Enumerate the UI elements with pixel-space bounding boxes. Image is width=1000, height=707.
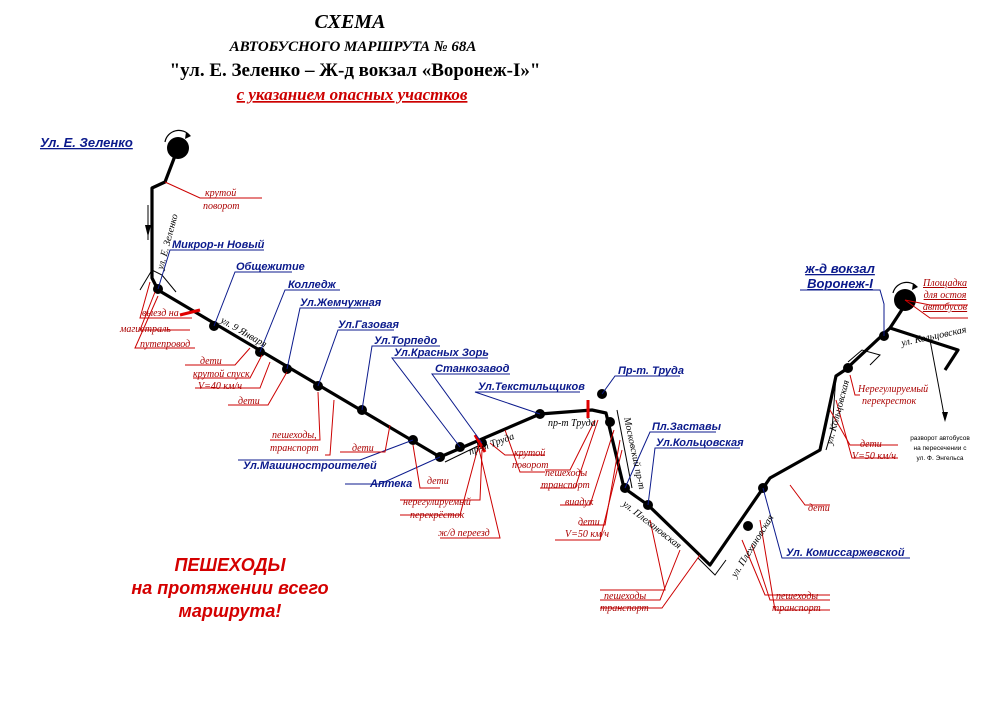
hazard-label: путепровод [140,339,190,350]
hazard-label: пешеходы [545,468,587,479]
turnaround-arrow-start [185,132,191,139]
terminal-end-label-2: Воронеж-I [807,276,873,291]
hazard-label: крутой спуск [193,369,250,380]
hazard-label: дети [352,443,374,454]
hazard-label: V=50 км/ч [852,451,896,462]
hazard-labels: крутой поворот выезд на магистраль путеп… [119,188,928,614]
hazard-label: виадук [565,497,594,508]
stop-label: Ул.Красных Зорь [394,347,489,359]
hazard-label: транспорт [600,603,649,614]
terminal-start-marker [167,137,189,159]
stop-label: Ул.Жемчужная [300,297,382,309]
parking-label-3: автобусов [923,302,968,313]
parking-label-2: для остоя [924,290,967,301]
turnaround-note-2: на пересечении с [914,445,968,452]
hazard-label: дети [427,476,449,487]
street-label: ул. 9 Января [218,315,269,351]
turnaround-arrow-end [912,283,918,290]
hazard-label: V=40 км/ч [198,381,242,392]
hazard-label: дети [578,517,600,528]
terminal-end-label-1: ж-д вокзал [804,261,875,276]
stop-label: Ул. Комиссаржевской [786,547,905,559]
street-label: ул. Кольцовская [899,324,967,349]
stop-dot [605,417,615,427]
hazard-label: ж/д переезд [438,528,490,539]
stop-label: Пр-т. Труда [618,365,684,377]
hazard-label: V=50 км/ч [565,529,609,540]
hazard-label: пешеходы [776,591,818,602]
warning-line2: на протяжении всего [131,578,328,598]
stop-label: Ул.Торпедо [374,335,437,347]
title-line3: "ул. Е. Зеленко – Ж-д вокзал «Воронеж-I»… [170,60,541,81]
stop-label: Микрор-н Новый [172,239,265,251]
stop-label: Аптека [369,478,412,490]
hazard-label: нерегулируемый [403,497,471,508]
hazard-label: крутой [514,448,545,459]
hazard-label: поворот [203,201,239,212]
street-label: ул. Плехановская [729,513,777,581]
stop-label: Ул.Текстильщиков [478,381,585,393]
stop-label: Колледж [288,279,337,291]
hazard-label: выезд на [142,308,179,319]
terminal-start-label: Ул. Е. Зеленко [40,135,133,150]
stop-dot [843,363,853,373]
hazard-label: транспорт [772,603,821,614]
hazard-label: крутой [205,188,236,199]
warning-line1: ПЕШЕХОДЫ [174,555,286,575]
turnaround-note-3: ул. Ф. Энгельса [917,455,964,462]
hazard-label: транспорт [270,443,319,454]
railway-crossings [179,308,590,453]
stop-label: Общежитие [236,261,305,273]
title-line1: СХЕМА [315,11,386,33]
note-arrow [942,412,948,422]
stop-label: Ул.Кольцовская [656,437,744,449]
stop-label: Ул.Машиностроителей [243,460,377,472]
stop-label: Пл.Заставы [652,421,722,433]
hazard-label: транспорт [541,480,590,491]
hazard-label: дети [238,396,260,407]
parking-label-1: Площадка [922,278,967,289]
hazard-label: магистраль [119,324,171,335]
stop-labels: Микрор-н Новый Общежитие Колледж Ул.Жемч… [172,239,905,559]
title-line4: с указанием опасных участков [237,85,468,104]
hazard-label: дети [808,503,830,514]
hazard-label: дети [200,356,222,367]
hazard-label: дети [860,439,882,450]
direction-arrow [145,225,151,237]
hazard-label: пешеходы, [272,430,317,441]
route-line [150,147,960,567]
stop-dot [743,521,753,531]
hazard-label: поворот [512,460,548,471]
turnaround-note-1: разворот автобусов [910,434,970,442]
hazard-label: пешеходы [604,591,646,602]
hazard-label: перекресток [862,396,917,407]
route-detail-lines [139,205,881,576]
warning-line3: маршрута! [179,601,282,621]
hazard-leader-lines [134,181,968,611]
title-line2: АВТОБУСНОГО МАРШРУТА № 68А [229,39,477,55]
hazard-label: перекрёсток [410,510,465,521]
stop-label: Ул.Газовая [338,319,399,331]
street-label: пр-т Труда [548,418,596,429]
stop-leader-lines [157,249,910,559]
stop-label: Станкозавод [435,363,510,375]
note-leader [929,339,946,421]
hazard-label: Нерегулируемый [857,384,928,395]
